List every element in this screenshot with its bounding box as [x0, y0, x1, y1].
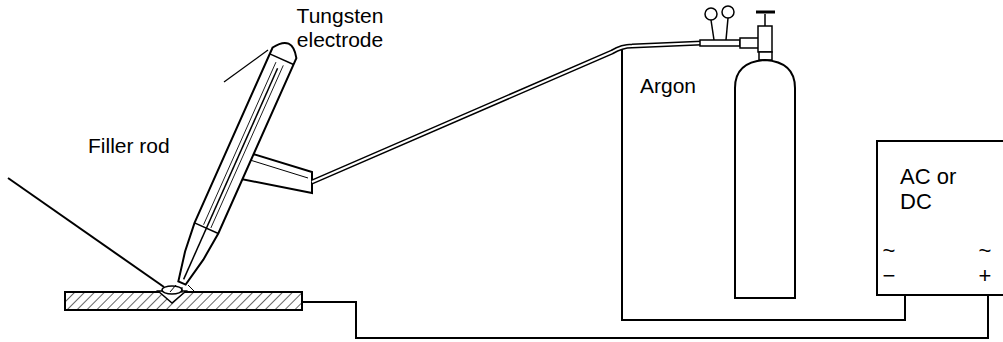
terminal-symbol: ~ − — [882, 238, 896, 288]
welding-torch — [170, 38, 312, 293]
filler-rod — [8, 178, 164, 287]
terminal-symbol: ~ + — [977, 238, 993, 288]
part-label: Filler rod — [88, 134, 228, 158]
leader-line — [224, 50, 268, 82]
part-label: Argon — [640, 74, 730, 98]
gas-hose — [312, 43, 702, 182]
power-source-box: AC or DC ~ − ~ + — [876, 140, 1003, 296]
supply-type-text: AC or DC — [900, 164, 975, 214]
argon-cylinder — [700, 6, 795, 298]
workpiece — [65, 286, 302, 310]
part-label: Tungsten electrode — [275, 4, 405, 52]
